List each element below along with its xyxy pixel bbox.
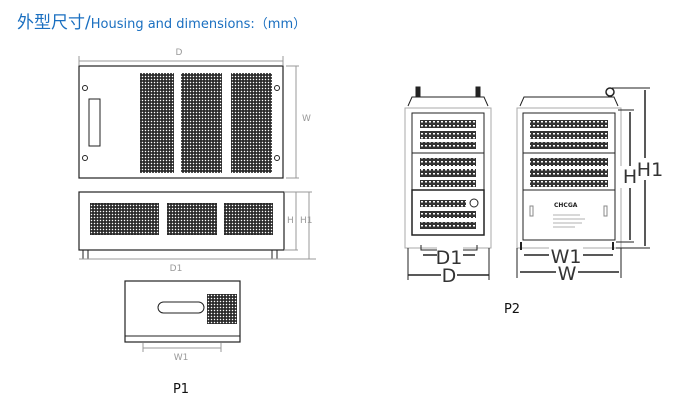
p2-label-d1: D1	[436, 247, 463, 269]
p2-label-h: H	[623, 166, 637, 188]
p2-label-w1: W1	[551, 246, 582, 268]
p2-brand-logo: CHCGA	[554, 202, 578, 209]
p1-label-d1: D1	[170, 264, 183, 274]
p1-side-view	[124, 280, 241, 352]
p1-label-d: D	[176, 48, 183, 58]
p2-label-d: D	[442, 265, 457, 287]
title-en: Housing and dimensions:（mm）	[90, 17, 307, 32]
title-zh: 外型尺寸/	[17, 13, 91, 33]
p1-label-w: W	[302, 114, 311, 124]
p1-caption: P1	[173, 382, 189, 397]
p1-top-view	[78, 56, 299, 179]
p1-front-view	[78, 191, 316, 260]
p1-label-w1: W1	[174, 353, 189, 363]
section-title: 外型尺寸/Housing and dimensions:（mm）	[17, 8, 306, 33]
p2-caption: P2	[504, 302, 520, 317]
p2-label-h1: H1	[637, 159, 663, 181]
p1-label-h1: H1	[300, 216, 313, 226]
p1-label-h: H	[287, 216, 294, 226]
p2-label-w: W	[558, 263, 577, 285]
